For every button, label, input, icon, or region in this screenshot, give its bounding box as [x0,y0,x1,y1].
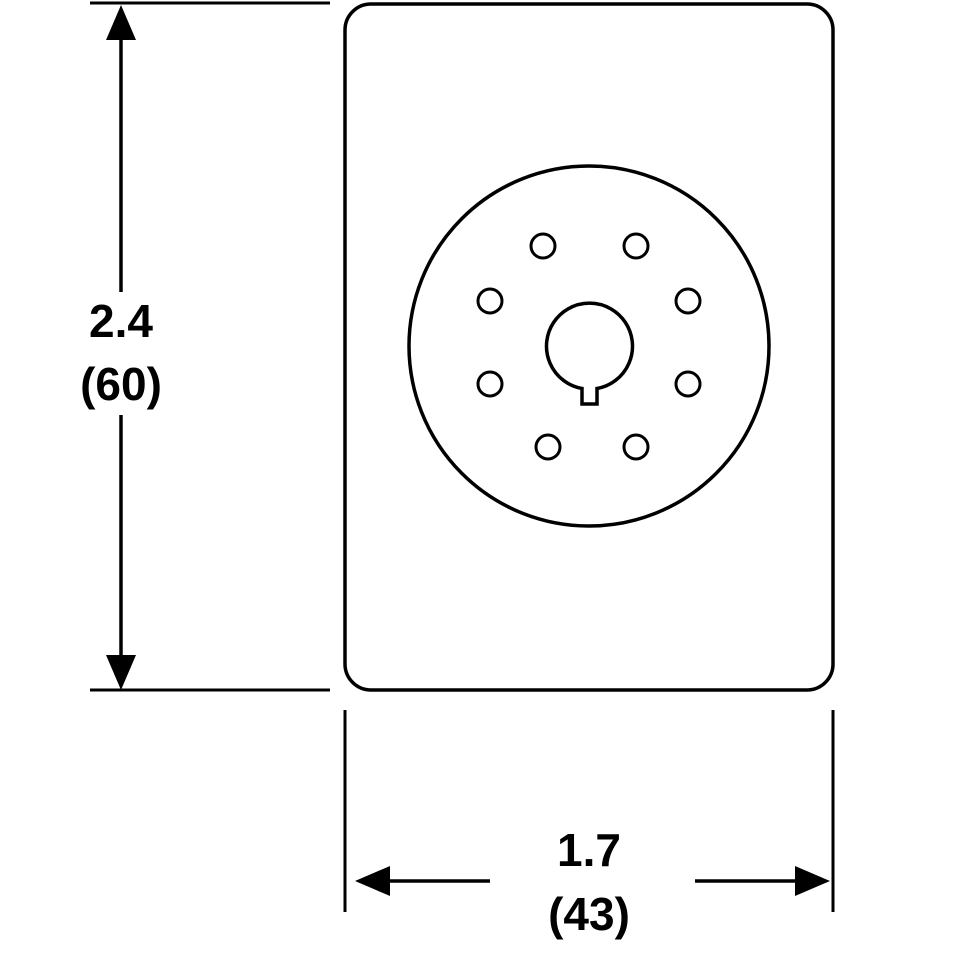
arrowhead-left-icon [355,866,390,896]
pin-hole [476,370,504,398]
pin-holes [476,232,702,461]
pin-hole [674,287,702,315]
height-mm-label: (60) [80,358,162,410]
width-mm-label: (43) [548,888,630,940]
pin-hole [674,370,702,398]
height-inches-label: 2.4 [89,295,153,347]
pin-hole [622,232,650,260]
arrowhead-right-icon [795,866,830,896]
width-inches-label: 1.7 [557,824,621,876]
pin-hole [622,433,650,461]
arrowhead-up-icon [106,5,136,40]
pin-hole [529,232,557,260]
keyed-center-hole [544,301,635,406]
arrowhead-down-icon [106,655,136,690]
pin-hole [534,433,562,461]
socket-body-outline [343,2,835,692]
pin-hole [476,287,504,315]
socket-face-circle [407,164,771,528]
